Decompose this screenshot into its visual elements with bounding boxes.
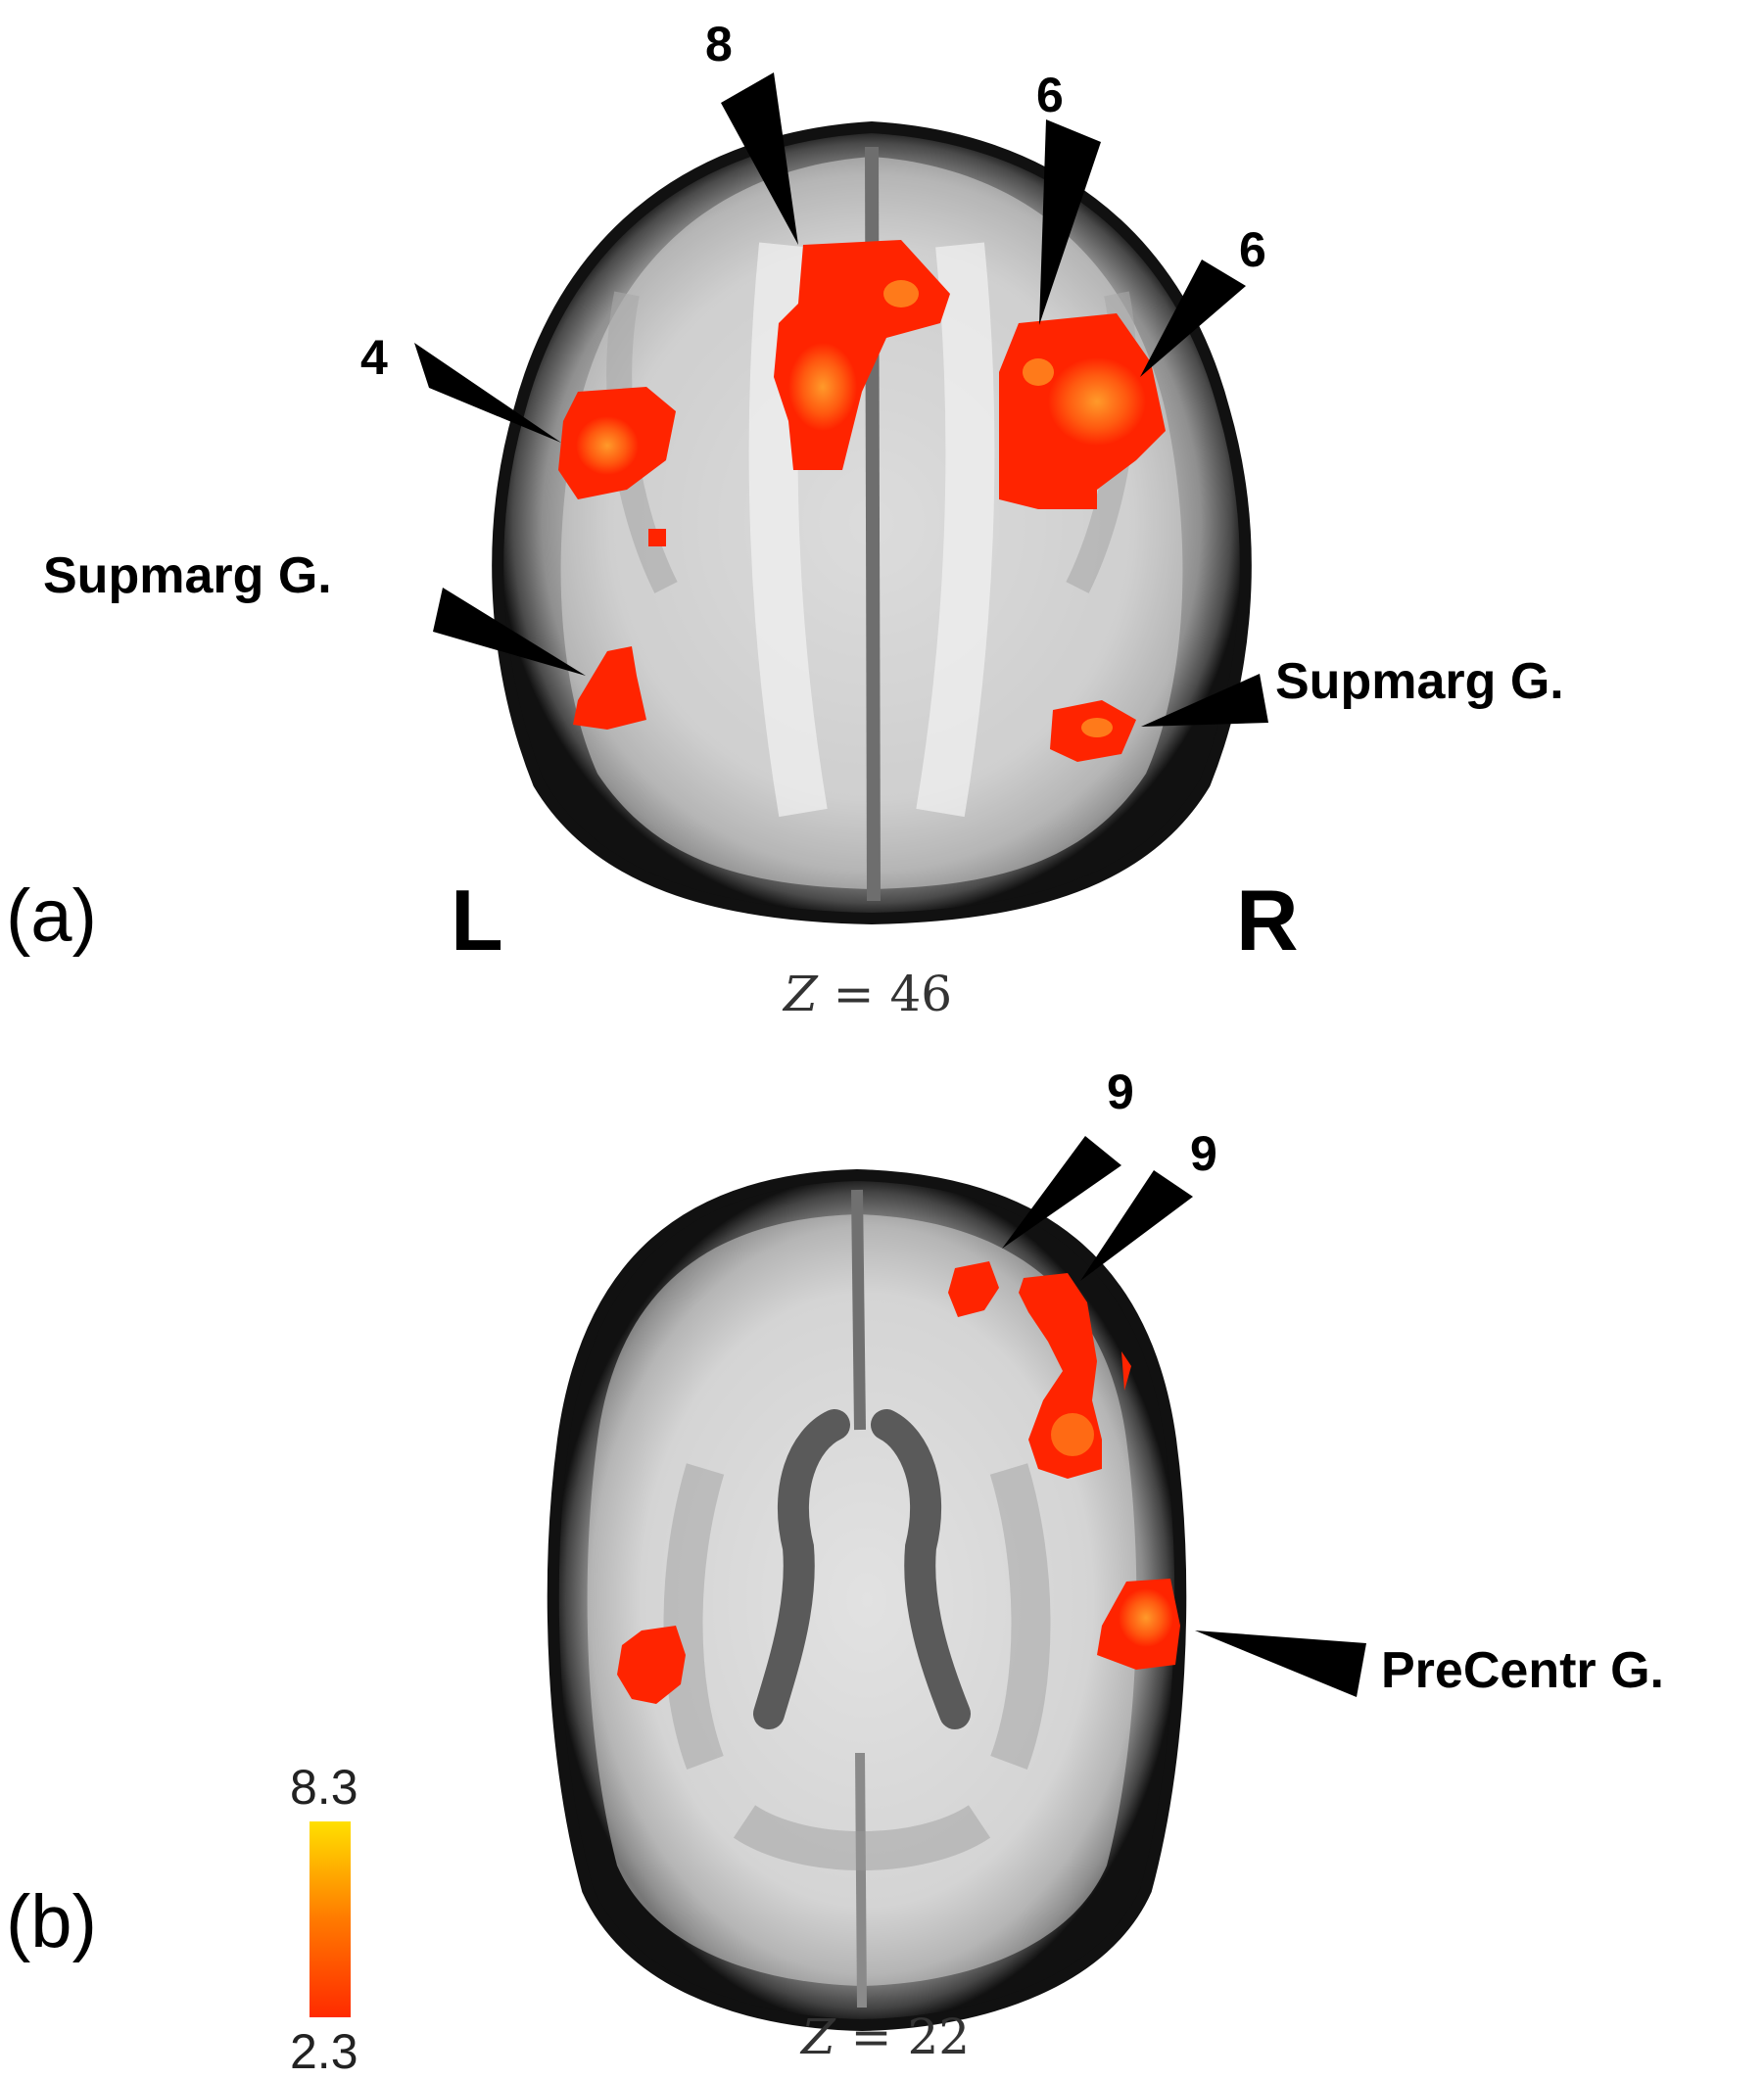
label-precentr: PreCentr G. — [1381, 1642, 1664, 1699]
pointer-arrow — [1141, 674, 1268, 727]
panel-b-brain-slice — [547, 1168, 1187, 2032]
panel-b-label: (b) — [6, 1880, 97, 1963]
label-area-9-medial: 9 — [1107, 1064, 1134, 1119]
panel-b-activations — [617, 1261, 1180, 1704]
pointer-arrow — [721, 72, 798, 245]
pointer-arrow — [1140, 260, 1246, 377]
label-area-4: 4 — [360, 330, 388, 385]
panel-a-label: (a) — [6, 874, 97, 958]
colorbar-min-label: 2.3 — [290, 2024, 358, 2079]
label-area-6-lateral: 6 — [1239, 222, 1266, 277]
label-area-6-medial: 6 — [1036, 68, 1064, 122]
pointer-arrow — [1039, 119, 1101, 325]
left-hemisphere-marker: L — [451, 872, 503, 969]
label-area-8: 8 — [705, 17, 733, 71]
label-area-9-lateral: 9 — [1190, 1126, 1217, 1181]
pointer-arrow — [414, 343, 561, 443]
slice-label-a: Z = 46 — [784, 966, 953, 1022]
activation-blob — [648, 529, 666, 546]
pointer-arrow — [1002, 1136, 1121, 1249]
activation-blob — [617, 1626, 686, 1704]
colorbar-max-label: 8.3 — [290, 1760, 358, 1815]
slice-label-b: Z = 22 — [801, 2008, 971, 2065]
label-supmarg-right: Supmarg G. — [1275, 653, 1564, 710]
right-hemisphere-marker: R — [1236, 872, 1299, 969]
colorbar — [310, 1821, 351, 2017]
pointer-arrow — [433, 588, 586, 676]
activation-blob — [573, 646, 646, 730]
pointer-arrow — [1080, 1170, 1193, 1281]
panel-b-pointers — [1002, 1136, 1366, 1697]
panel-a-activations — [558, 240, 1166, 762]
activation-blob — [948, 1261, 999, 1317]
lateral-ventricle — [753, 1409, 850, 1729]
lateral-ventricle — [871, 1409, 971, 1729]
panel-a-pointers — [414, 72, 1268, 727]
label-supmarg-left: Supmarg G. — [43, 547, 332, 604]
pointer-arrow — [1195, 1630, 1366, 1697]
